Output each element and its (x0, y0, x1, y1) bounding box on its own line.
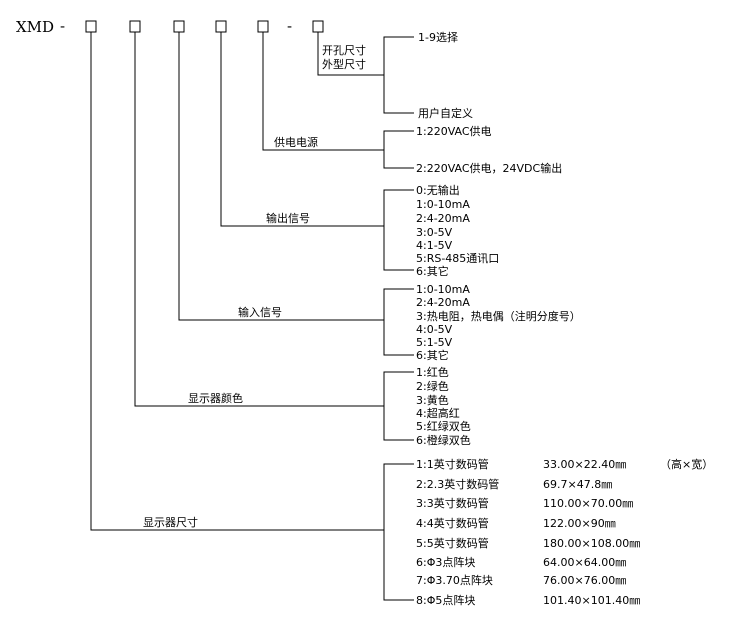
label-display-size: 显示器尺寸 (143, 515, 198, 529)
model-prefix: XMD (16, 18, 54, 36)
bracket-display-color (383, 371, 414, 441)
leader-display-size (90, 32, 384, 531)
code-box-power-supply (257, 20, 269, 33)
option-display-size-dimensions: 76.00×76.00㎜ (543, 574, 626, 587)
option-output-signal: 3:0-5V (416, 226, 453, 239)
code-box-display-color (129, 20, 141, 33)
option-display-size-dimensions: 180.00×108.00㎜ (543, 537, 640, 550)
option-input-signal: 6:其它 (416, 348, 449, 362)
option-display-size-note: （高×宽） (660, 457, 713, 471)
option-display-size-name: 2:2.3英寸数码管 (416, 477, 499, 491)
leader-display-color (134, 32, 384, 407)
bracket-input-signal (383, 288, 414, 356)
code-box-display-size (85, 20, 97, 33)
option-output-signal: 5:RS-485通讯口 (416, 252, 499, 265)
option-display-color: 2:绿色 (416, 379, 449, 393)
code-box-cutout-size (312, 20, 324, 33)
dash-2: - (287, 17, 292, 35)
option-input-signal: 5:1-5V (416, 336, 453, 349)
option-display-color: 5:红绿双色 (416, 419, 471, 433)
option-output-signal: 1:0-10mA (416, 198, 470, 211)
code-box-output-signal (215, 20, 227, 33)
leader-output-signal (220, 32, 384, 227)
option-power-supply: 1:220VAC供电 (416, 124, 492, 138)
code-box-input-signal (173, 20, 185, 33)
option-display-size-name: 6:Φ3点阵块 (416, 555, 475, 569)
option-output-signal: 2:4-20mA (416, 212, 470, 225)
bracket-display-size (383, 463, 414, 601)
option-display-size-dimensions: 110.00×70.00㎜ (543, 497, 633, 510)
option-display-color: 1:红色 (416, 365, 449, 379)
dash-1: - (60, 17, 65, 35)
label-display-color: 显示器颜色 (188, 391, 243, 405)
option-output-signal: 6:其它 (416, 264, 449, 278)
option-display-size-dimensions: 122.00×90㎜ (543, 517, 616, 530)
option-display-size-dimensions: 33.00×22.40㎜ (543, 458, 626, 471)
option-display-size-dimensions: 69.7×47.8㎜ (543, 478, 612, 491)
option-display-size-dimensions: 64.00×64.00㎜ (543, 556, 626, 569)
label-power-supply: 供电电源 (274, 135, 318, 149)
bracket-power-supply (383, 130, 414, 169)
option-display-color: 4:超高红 (416, 406, 460, 420)
option-display-size-dimensions: 101.40×101.40㎜ (543, 594, 640, 607)
option-display-size-name: 5:5英寸数码管 (416, 536, 489, 550)
option-display-color: 6:橙绿双色 (416, 433, 471, 447)
option-cutout-size: 1-9选择 (418, 30, 458, 44)
option-output-signal: 4:1-5V (416, 239, 453, 252)
option-input-signal: 2:4-20mA (416, 296, 470, 309)
bracket-cutout-size (383, 36, 414, 114)
option-power-supply: 2:220VAC供电，24VDC输出 (416, 161, 562, 175)
option-input-signal: 4:0-5V (416, 323, 453, 336)
option-input-signal: 1:0-10mA (416, 283, 470, 296)
bracket-output-signal (383, 189, 414, 271)
option-display-size-name: 4:4英寸数码管 (416, 516, 489, 530)
leader-cutout-size (317, 32, 384, 76)
label-cutout-size: 开孔尺寸外型尺寸 (322, 43, 366, 71)
option-display-size-name: 3:3英寸数码管 (416, 496, 489, 510)
option-cutout-size: 用户自定义 (418, 106, 473, 120)
option-display-size-name: 8:Φ5点阵块 (416, 593, 475, 607)
label-output-signal: 输出信号 (266, 211, 310, 225)
leader-power-supply (262, 32, 384, 151)
option-display-size-name: 1:1英寸数码管 (416, 457, 489, 471)
leader-input-signal (178, 32, 384, 321)
option-input-signal: 3:热电阻，热电偶（注明分度号） (416, 309, 581, 323)
option-display-size-name: 7:Φ3.70点阵块 (416, 573, 493, 587)
option-output-signal: 0:无输出 (416, 183, 460, 197)
option-display-color: 3:黄色 (416, 393, 449, 407)
label-input-signal: 输入信号 (238, 305, 282, 319)
